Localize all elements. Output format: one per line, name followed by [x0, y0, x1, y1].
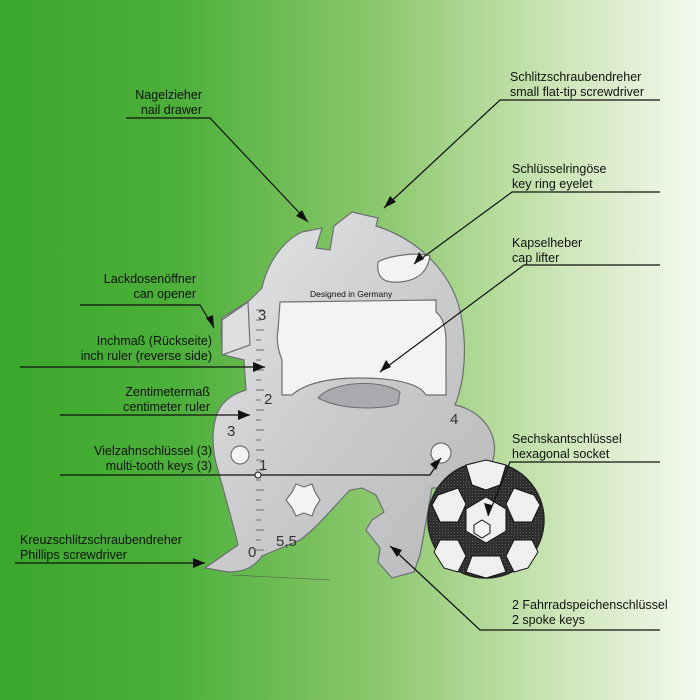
label-phillips: Kreuzschlitzschraubendreher Phillips scr…: [20, 533, 182, 562]
label-nail-drawer: Nagelzieher nail drawer: [135, 88, 202, 117]
ruler-number-2: 2: [264, 391, 273, 408]
can-opener-blade: [221, 300, 251, 356]
soccer-ball-hex-socket: [427, 459, 545, 579]
ruler-ticks: [231, 309, 331, 581]
label-key-ring: Schlüsselringöse key ring eyelet: [512, 162, 607, 191]
key-number-4: 4: [450, 411, 459, 428]
multi-tooth-key-3: [230, 445, 250, 465]
cap-lifter-edge: [317, 382, 401, 409]
label-inch-ruler: Inchmaß (Rückseite) inch ruler (reverse …: [80, 334, 212, 363]
ruler-number-1: 1: [259, 457, 268, 474]
label-multi-tooth: Vielzahnschlüssel (3) multi-tooth keys (…: [94, 444, 212, 473]
label-cap-lifter: Kapselheber cap lifter: [512, 236, 583, 265]
leader-lines: [15, 99, 660, 631]
engraving-text: Designed in Germany: [310, 289, 393, 299]
leader-arrowheads: [193, 196, 492, 568]
ruler-number-3: 3: [258, 307, 267, 324]
multi-tooth-key-4: [430, 442, 452, 464]
key-number-5-5: 5,5: [276, 533, 297, 550]
cap-lifter-opening: [276, 299, 447, 396]
key-number-3: 3: [227, 423, 236, 440]
label-cm-ruler: Zentimetermaß centimeter ruler: [123, 385, 210, 414]
label-spoke-keys: 2 Fahrradspeichenschlüssel 2 spoke keys: [512, 598, 668, 627]
label-can-opener: Lackdosenöffner can opener: [103, 272, 196, 301]
ruler-number-0: 0: [248, 544, 257, 561]
label-hex-socket: Sechskantschlüssel hexagonal socket: [512, 432, 622, 461]
multi-tooth-key-5-5: [285, 483, 321, 517]
leader-junction: [254, 471, 262, 479]
label-flat-screwdriver: Schlitzschraubendreher small flat-tip sc…: [510, 70, 645, 99]
